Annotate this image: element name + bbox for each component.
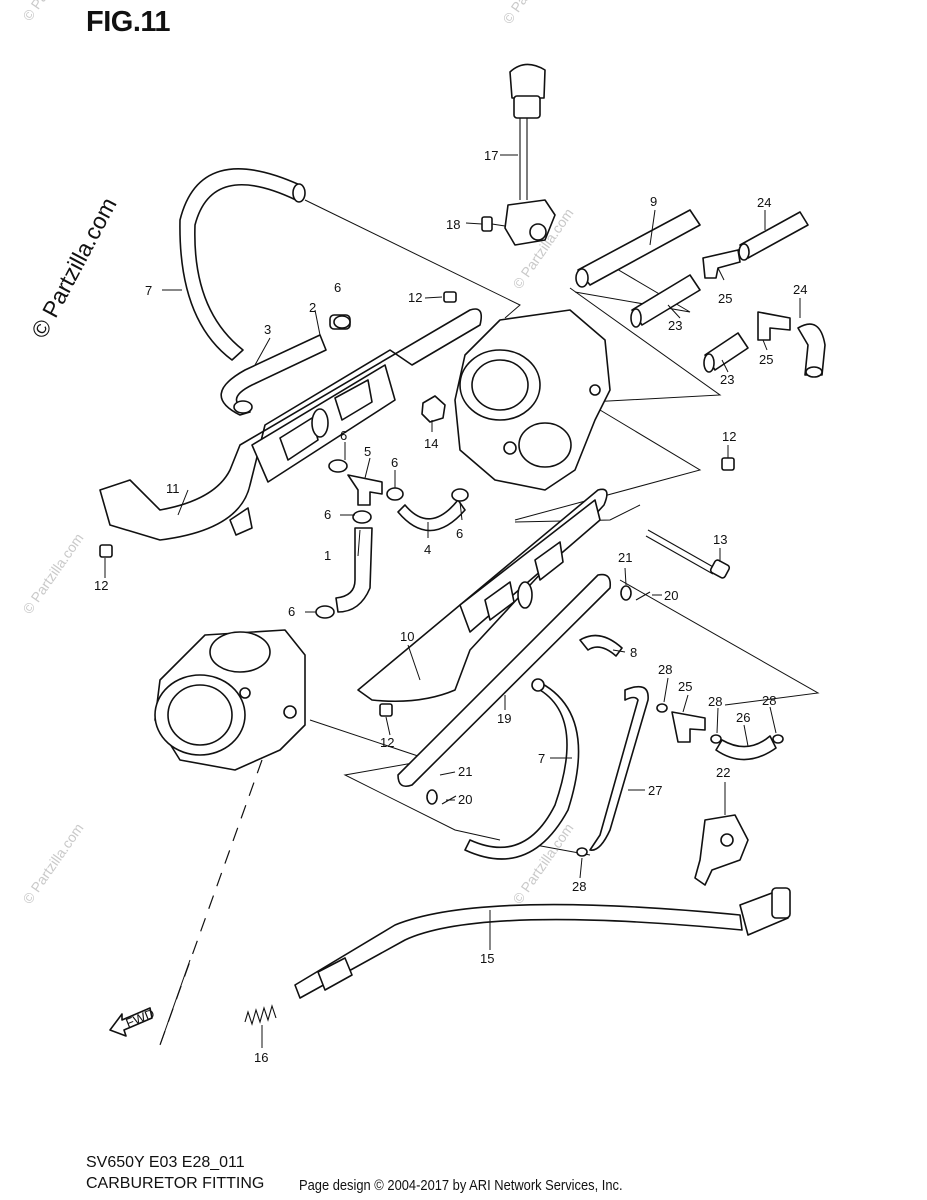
part-4-hose	[397, 499, 466, 532]
part-18-screw	[481, 216, 506, 232]
callout-24: 24	[793, 282, 807, 297]
part-10-bracket	[357, 488, 608, 702]
callout-18: 18	[446, 217, 460, 232]
callout-7: 7	[145, 283, 152, 298]
fwd-arrow: FWD	[109, 1006, 157, 1037]
callout-15: 15	[480, 951, 494, 966]
callout-23: 23	[668, 318, 682, 333]
callout-26: 26	[736, 710, 750, 725]
figure-title: FIG.11	[86, 6, 171, 38]
callout-labels: 17 18 9 24 24 25 25 23 23 7 2 6 3 12 14 …	[94, 148, 807, 1065]
callout-12: 12	[380, 735, 394, 750]
callout-16: 16	[254, 1050, 268, 1065]
part-16-spring	[244, 1004, 277, 1026]
part-3-hose	[220, 334, 327, 416]
part-26-hose	[715, 735, 777, 761]
callout-3: 3	[264, 322, 271, 337]
part-11-bracket	[99, 308, 483, 541]
callout-2: 2	[309, 300, 316, 315]
callout-23: 23	[720, 372, 734, 387]
part-28-clips	[576, 703, 784, 857]
watermark-faint: © Partzilla.com	[499, 0, 566, 27]
callout-9: 9	[650, 194, 657, 209]
callout-11: 11	[166, 481, 180, 496]
part-13-bolt	[645, 529, 731, 579]
callout-27: 27	[648, 783, 662, 798]
watermark-faint: © Partzilla.com	[19, 530, 86, 616]
part-25-joints	[671, 249, 791, 743]
part-7-hose-lower	[464, 678, 580, 860]
callout-19: 19	[497, 711, 511, 726]
callout-7: 7	[538, 751, 545, 766]
callout-6: 6	[340, 428, 347, 443]
callout-21: 21	[618, 550, 632, 565]
callout-28: 28	[572, 879, 586, 894]
callout-1: 1	[324, 548, 331, 563]
callout-21: 21	[458, 764, 472, 779]
callout-12: 12	[408, 290, 422, 305]
fwd-label: FWD	[124, 1006, 157, 1031]
carburetor-front	[154, 629, 306, 771]
footer-name: CARBURETOR FITTING	[86, 1175, 265, 1192]
callout-17: 17	[484, 148, 498, 163]
part-5-joint	[347, 474, 383, 506]
callout-28: 28	[762, 693, 776, 708]
callout-leaders	[104, 154, 801, 1048]
callout-10: 10	[400, 629, 414, 644]
callout-14: 14	[424, 436, 438, 451]
footer-credit: Page design © 2004-2017 by ARI Network S…	[299, 1177, 623, 1194]
watermark-faint: © Partzilla.com	[19, 0, 86, 24]
carburetor-rear	[454, 309, 611, 491]
callout-24: 24	[757, 195, 771, 210]
part-1-hose	[335, 527, 373, 613]
callout-25: 25	[759, 352, 773, 367]
callout-12: 12	[722, 429, 736, 444]
part-15-cable	[294, 887, 791, 999]
callout-25: 25	[678, 679, 692, 694]
watermark-faint: © Partzilla.com	[19, 820, 86, 906]
part-8-clip	[579, 634, 623, 657]
part-14-nut	[421, 395, 446, 423]
callout-5: 5	[364, 444, 371, 459]
callout-6: 6	[324, 507, 331, 522]
callout-6: 6	[288, 604, 295, 619]
callout-25: 25	[718, 291, 732, 306]
callout-6: 6	[391, 455, 398, 470]
part-24-hoses	[738, 211, 826, 378]
callout-28: 28	[658, 662, 672, 677]
part-21-washers	[426, 585, 632, 805]
part-27-hose	[589, 685, 649, 851]
part-12-bolts	[99, 291, 735, 717]
part-7-hose-upper	[179, 168, 306, 361]
callout-8: 8	[630, 645, 637, 660]
callout-22: 22	[716, 765, 730, 780]
callout-6: 6	[456, 526, 463, 541]
callout-6: 6	[334, 280, 341, 295]
callout-20: 20	[664, 588, 678, 603]
part-19-rod	[397, 573, 612, 788]
callout-28: 28	[708, 694, 722, 709]
part-17-sensor	[504, 63, 556, 246]
part-23-hoses	[630, 274, 749, 373]
footer-model: SV650Y E03 E28_011	[86, 1154, 245, 1171]
part-22-bracket	[694, 814, 749, 886]
callout-20: 20	[458, 792, 472, 807]
callout-12: 12	[94, 578, 108, 593]
part-9-hose	[575, 209, 701, 288]
callout-13: 13	[713, 532, 727, 547]
callout-4: 4	[424, 542, 431, 557]
